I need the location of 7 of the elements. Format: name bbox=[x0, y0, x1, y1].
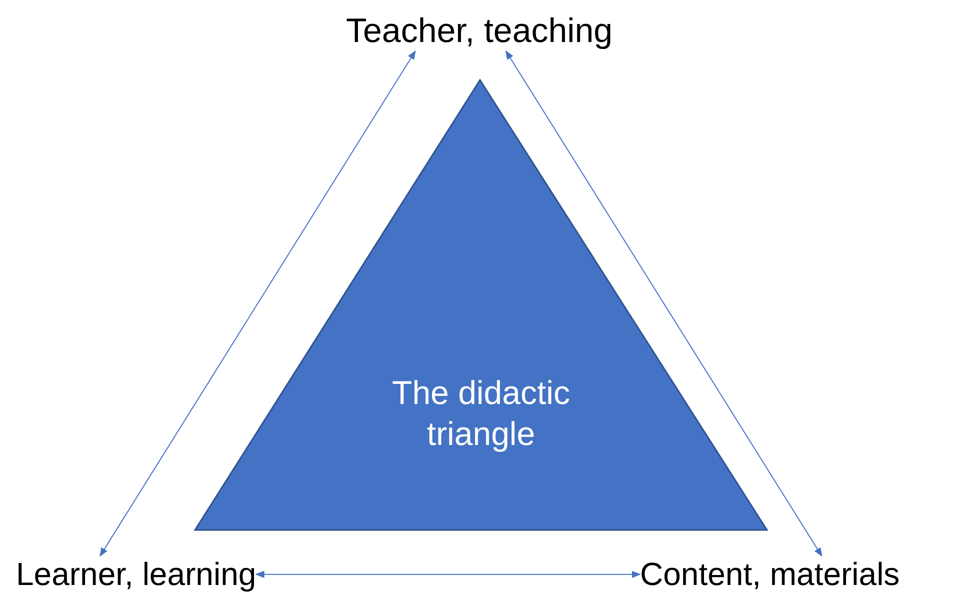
vertex-label: Content, materials bbox=[640, 556, 900, 593]
vertex-label: Learner, learning bbox=[16, 556, 256, 593]
double-arrow bbox=[100, 50, 416, 557]
double-arrow bbox=[505, 50, 822, 557]
vertex-label: Teacher, teaching bbox=[346, 12, 613, 52]
triangle-label: The didactic triangle bbox=[391, 373, 571, 454]
double-arrow bbox=[255, 570, 641, 578]
